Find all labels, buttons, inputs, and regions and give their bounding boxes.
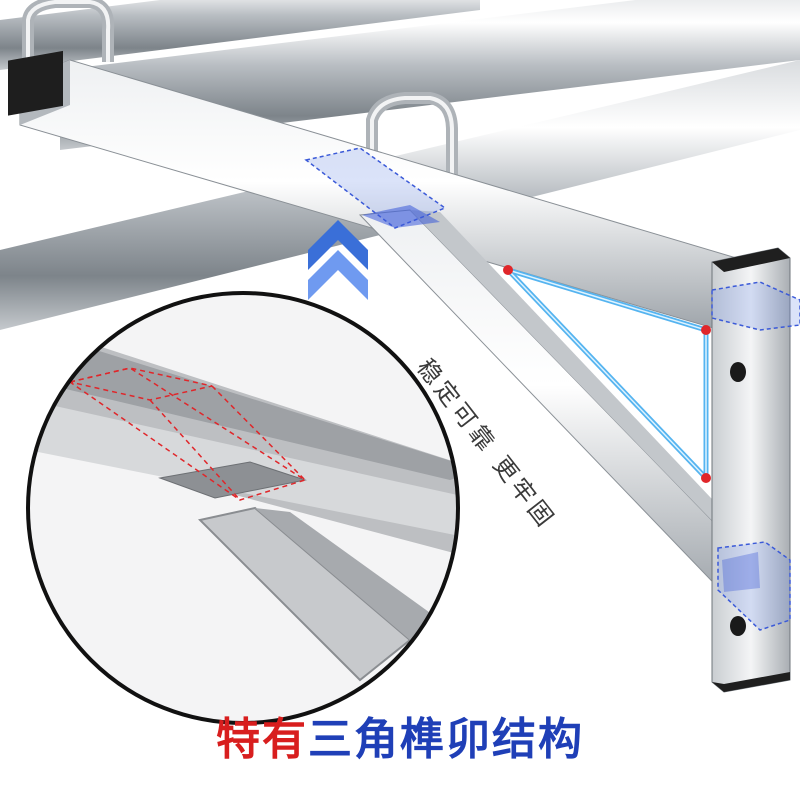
pipe-hook-right [366,92,458,175]
joint-highlight-right [711,281,800,331]
chevron-up-icon [308,220,368,300]
stability-triangle [503,265,711,483]
top-pipe [0,0,480,70]
wall-plate [711,247,791,693]
triangle-vertex-dot [701,473,711,483]
horizontal-arm [8,50,771,331]
triangle-vertex-dot [503,265,513,275]
feature-caption: 特有 三角榫卯结构 [0,700,800,770]
pipe-hook-left [22,0,115,62]
joint-highlight-top [304,147,447,229]
zoom-detail-circle [26,291,460,725]
triangle-vertex-dot [701,325,711,335]
joint-highlight-bottom [717,541,791,631]
caption-highlight: 特有 [216,714,308,765]
caption-main: 三角榫卯结构 [308,714,584,765]
